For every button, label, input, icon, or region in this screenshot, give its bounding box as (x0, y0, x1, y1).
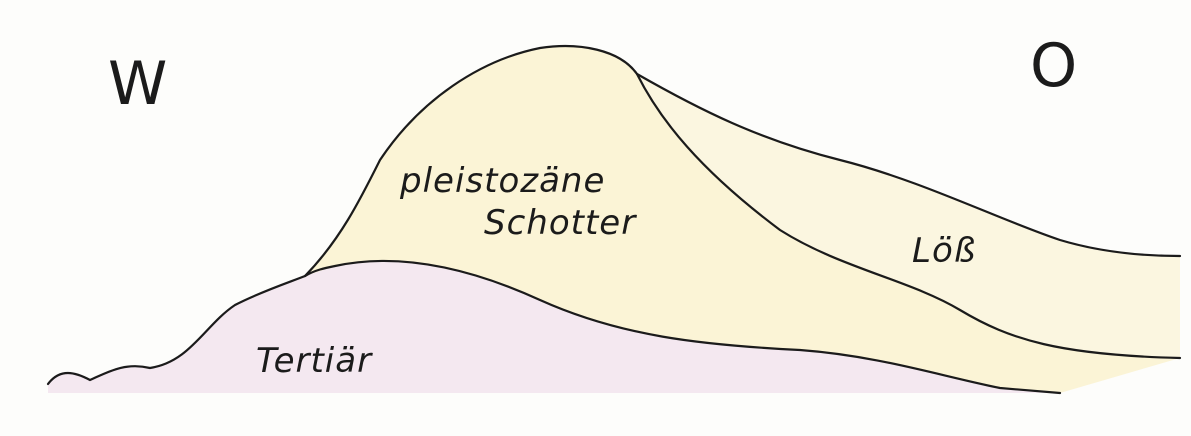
west-label: W (108, 49, 167, 119)
schotter-label-line2: Schotter (484, 203, 637, 243)
east-label: O (1030, 31, 1077, 101)
loess-label: Löß (912, 231, 976, 271)
tertiaer-label: Tertiär (256, 341, 373, 381)
schotter-label-line1: pleistozäne (399, 161, 605, 201)
